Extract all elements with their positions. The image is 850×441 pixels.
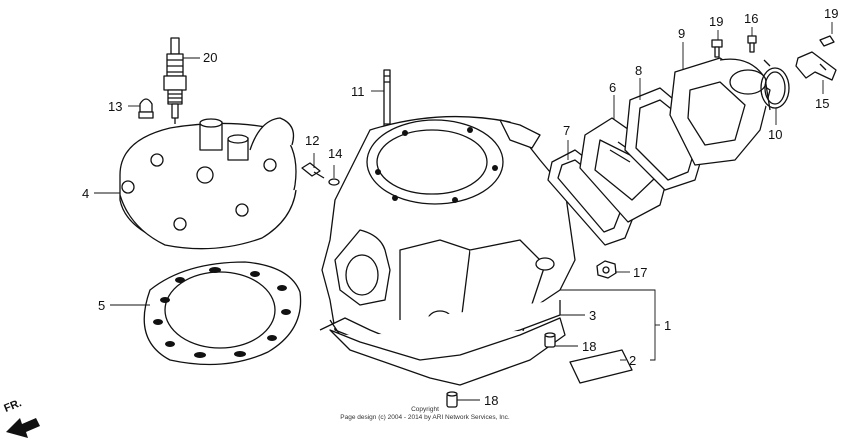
callout-6: 6 xyxy=(609,80,616,95)
callout-3: 3 xyxy=(589,308,596,323)
callout-14: 14 xyxy=(328,146,342,161)
callout-1: 1 xyxy=(664,318,671,333)
callout-labels: 20 13 4 5 11 12 14 7 6 8 9 19 16 19 15 1… xyxy=(82,6,838,408)
callout-9: 9 xyxy=(678,26,685,41)
callout-20: 20 xyxy=(203,50,217,65)
leader-lines xyxy=(94,22,833,401)
bolt-16-part xyxy=(747,35,757,53)
callout-15: 15 xyxy=(815,96,829,111)
bolt-part xyxy=(301,162,325,179)
callout-16: 16 xyxy=(744,11,758,26)
front-arrow-icon xyxy=(6,418,40,438)
callout-11: 11 xyxy=(351,84,365,99)
spark-plug-part xyxy=(163,37,187,124)
reed-gasket-part xyxy=(547,149,641,246)
clamp-part xyxy=(760,59,790,109)
washer-part xyxy=(328,178,340,186)
callout-5: 5 xyxy=(98,298,105,313)
callout-17: 17 xyxy=(633,265,647,280)
callout-7: 7 xyxy=(563,123,570,138)
head-gasket-part xyxy=(143,261,302,366)
callout-19-right: 19 xyxy=(824,6,838,21)
callout-19-left: 19 xyxy=(709,14,723,29)
callout-12: 12 xyxy=(305,133,319,148)
copyright-line-2: Page design (c) 2004 - 2014 by ARI Netwo… xyxy=(340,414,510,421)
callout-2: 2 xyxy=(629,353,636,368)
cap-nut-part xyxy=(138,98,154,119)
bolt-19b-part xyxy=(819,35,835,47)
callout-13: 13 xyxy=(108,99,122,114)
intake-manifold-part xyxy=(669,57,771,166)
cylinder-head-part xyxy=(119,117,297,250)
nut-part xyxy=(596,260,617,279)
callout-4: 4 xyxy=(82,186,89,201)
callout-10: 10 xyxy=(768,127,782,142)
cylinder-block-part xyxy=(319,115,576,383)
callout-8: 8 xyxy=(635,63,642,78)
dowel-pin-part xyxy=(446,332,556,408)
base-gasket-part xyxy=(329,317,566,386)
bracket-part xyxy=(795,51,837,81)
copyright-line-1: Copyright xyxy=(411,406,439,413)
callout-18-lower: 18 xyxy=(484,393,498,408)
callout-18-upper: 18 xyxy=(582,339,596,354)
label-part xyxy=(569,349,633,384)
bolt-19-part xyxy=(711,39,723,58)
